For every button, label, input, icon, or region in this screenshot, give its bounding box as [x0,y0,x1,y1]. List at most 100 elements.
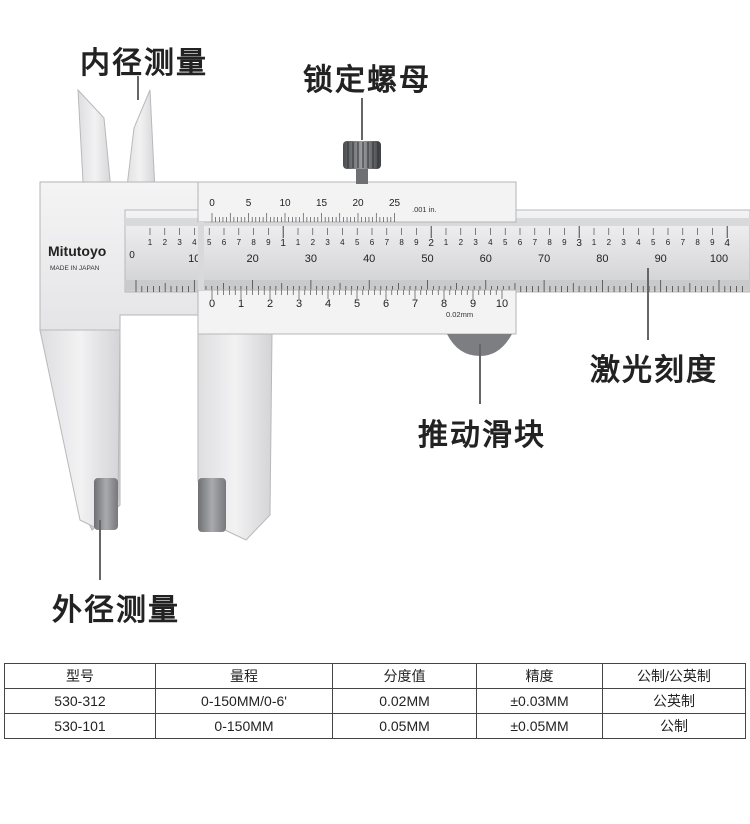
push-slider-label: 推动滑块 [418,418,546,453]
vernier-inch-label: 15 [316,198,328,209]
main-mm-label: 70 [538,253,550,265]
main-mm-label: 100 [710,253,728,265]
main-mm-label: 40 [363,253,375,265]
vernier-mm-label: 3 [296,298,302,310]
vernier-scale-ticks [211,213,503,299]
cell-range: 0-150MM [155,713,333,739]
vernier-mm-unit: 0.02mm [446,310,473,319]
main-inch-digit: 9 [562,238,567,247]
vernier-inch-unit: .001 in. [412,205,437,214]
main-inch-digit: 8 [251,238,256,247]
main-mm-label: 90 [655,253,667,265]
laser-scale-label: 激光刻度 [590,353,718,388]
fixed-jaw-tip [94,478,118,530]
lock-nut-label: 锁定螺母 [303,63,431,98]
main-mm-label: 50 [421,253,433,265]
main-inch-digit: 5 [503,238,508,247]
main-inch-digit: 2 [163,238,168,247]
main-inch-digit: 3 [473,238,478,247]
main-inch-digit: 8 [695,238,700,247]
main-mm-label: 20 [246,253,258,265]
main-inch-digit: 1 [592,238,597,247]
main-inch-digit: 4 [636,238,641,247]
vernier-mm-label: 10 [496,298,508,310]
main-inch-digit: 7 [385,238,390,247]
main-inch-digit: 7 [681,238,686,247]
vernier-mm-label: 9 [470,298,476,310]
vernier-inch-label: 25 [389,198,401,209]
vernier-mm-label: 5 [354,298,360,310]
main-mm-label: 80 [596,253,608,265]
cell-resolution: 0.05MM [332,713,477,739]
cell-unit-system: 公制 [602,713,746,739]
main-inch-digit: 4 [192,238,197,247]
cell-model: 530-101 [4,713,156,739]
main-inch-digit: 6 [222,238,227,247]
vernier-inch-label: 20 [352,198,364,209]
table-row: 530-312 0-150MM/0-6' 0.02MM ±0.03MM 公英制 [4,688,746,714]
main-inch-digit: 2 [459,238,464,247]
header-accuracy: 精度 [476,663,603,689]
main-inch-digit: 8 [399,238,404,247]
cell-accuracy: ±0.03MM [476,688,603,714]
main-inch-digit: 8 [547,238,552,247]
vernier-mm-label: 7 [412,298,418,310]
vernier-mm-label: 4 [325,298,331,310]
main-inch-digit: 7 [237,238,242,247]
vernier-inch-label: 5 [246,198,252,209]
spec-table: 型号 量程 分度值 精度 公制/公英制 530-312 0-150MM/0-6'… [4,663,746,739]
main-inch-digit: 4 [340,238,345,247]
main-inch-digit: 4 [488,238,493,247]
vernier-inch-label: 10 [279,198,291,209]
inner-measure-label: 内径测量 [80,46,208,81]
outer-measure-label: 外径测量 [52,593,180,628]
header-model: 型号 [4,663,156,689]
lock-nut[interactable] [343,141,381,184]
made-in-label: MADE IN JAPAN [50,265,100,272]
cell-resolution: 0.02MM [332,688,477,714]
main-inch-digit: 9 [710,238,715,247]
main-inch-digit: 6 [370,238,375,247]
main-mm-label: 10 [188,253,200,265]
main-inch-digit: 3 [325,238,330,247]
cell-model: 530-312 [4,688,156,714]
cell-accuracy: ±0.05MM [476,713,603,739]
main-inch-digit: 1 [148,238,153,247]
main-inch-digit: 7 [533,238,538,247]
main-mm-label: 30 [305,253,317,265]
header-range: 量程 [155,663,333,689]
main-inch-digit: 2 [311,238,316,247]
vernier-mm-label: 0 [209,298,215,310]
vernier-mm-label: 6 [383,298,389,310]
main-inch-digit: 5 [651,238,656,247]
main-inch-digit: 3 [621,238,626,247]
main-inch-digit: 9 [414,238,419,247]
main-inch-digit: 9 [266,238,271,247]
main-inch-major: 1 [280,238,286,249]
main-inch-digit: 6 [666,238,671,247]
table-row: 530-101 0-150MM 0.05MM ±0.05MM 公制 [4,713,746,739]
main-inch-major: 2 [428,238,434,249]
main-inch-digit: 5 [207,238,212,247]
vernier-mm-label: 8 [441,298,447,310]
main-inch-digit: 5 [355,238,360,247]
main-inch-digit: 1 [296,238,301,247]
main-inch-major: 3 [576,238,582,249]
header-unit-system: 公制/公英制 [602,663,746,689]
vernier-mm-label: 2 [267,298,273,310]
main-inch-digit: 3 [177,238,182,247]
brand-logo: Mitutoyo [48,243,106,259]
main-inch-digit: 1 [444,238,449,247]
main-inch-major: 4 [724,238,730,249]
vernier-mm-label: 1 [238,298,244,310]
cell-range: 0-150MM/0-6' [155,688,333,714]
main-mm-label: 60 [480,253,492,265]
vernier-inch-label: 0 [209,198,215,209]
cell-unit-system: 公英制 [602,688,746,714]
main-scale-ticks [135,226,743,292]
main-inch-digit: 6 [518,238,523,247]
main-zero-label: 0 [129,250,135,261]
